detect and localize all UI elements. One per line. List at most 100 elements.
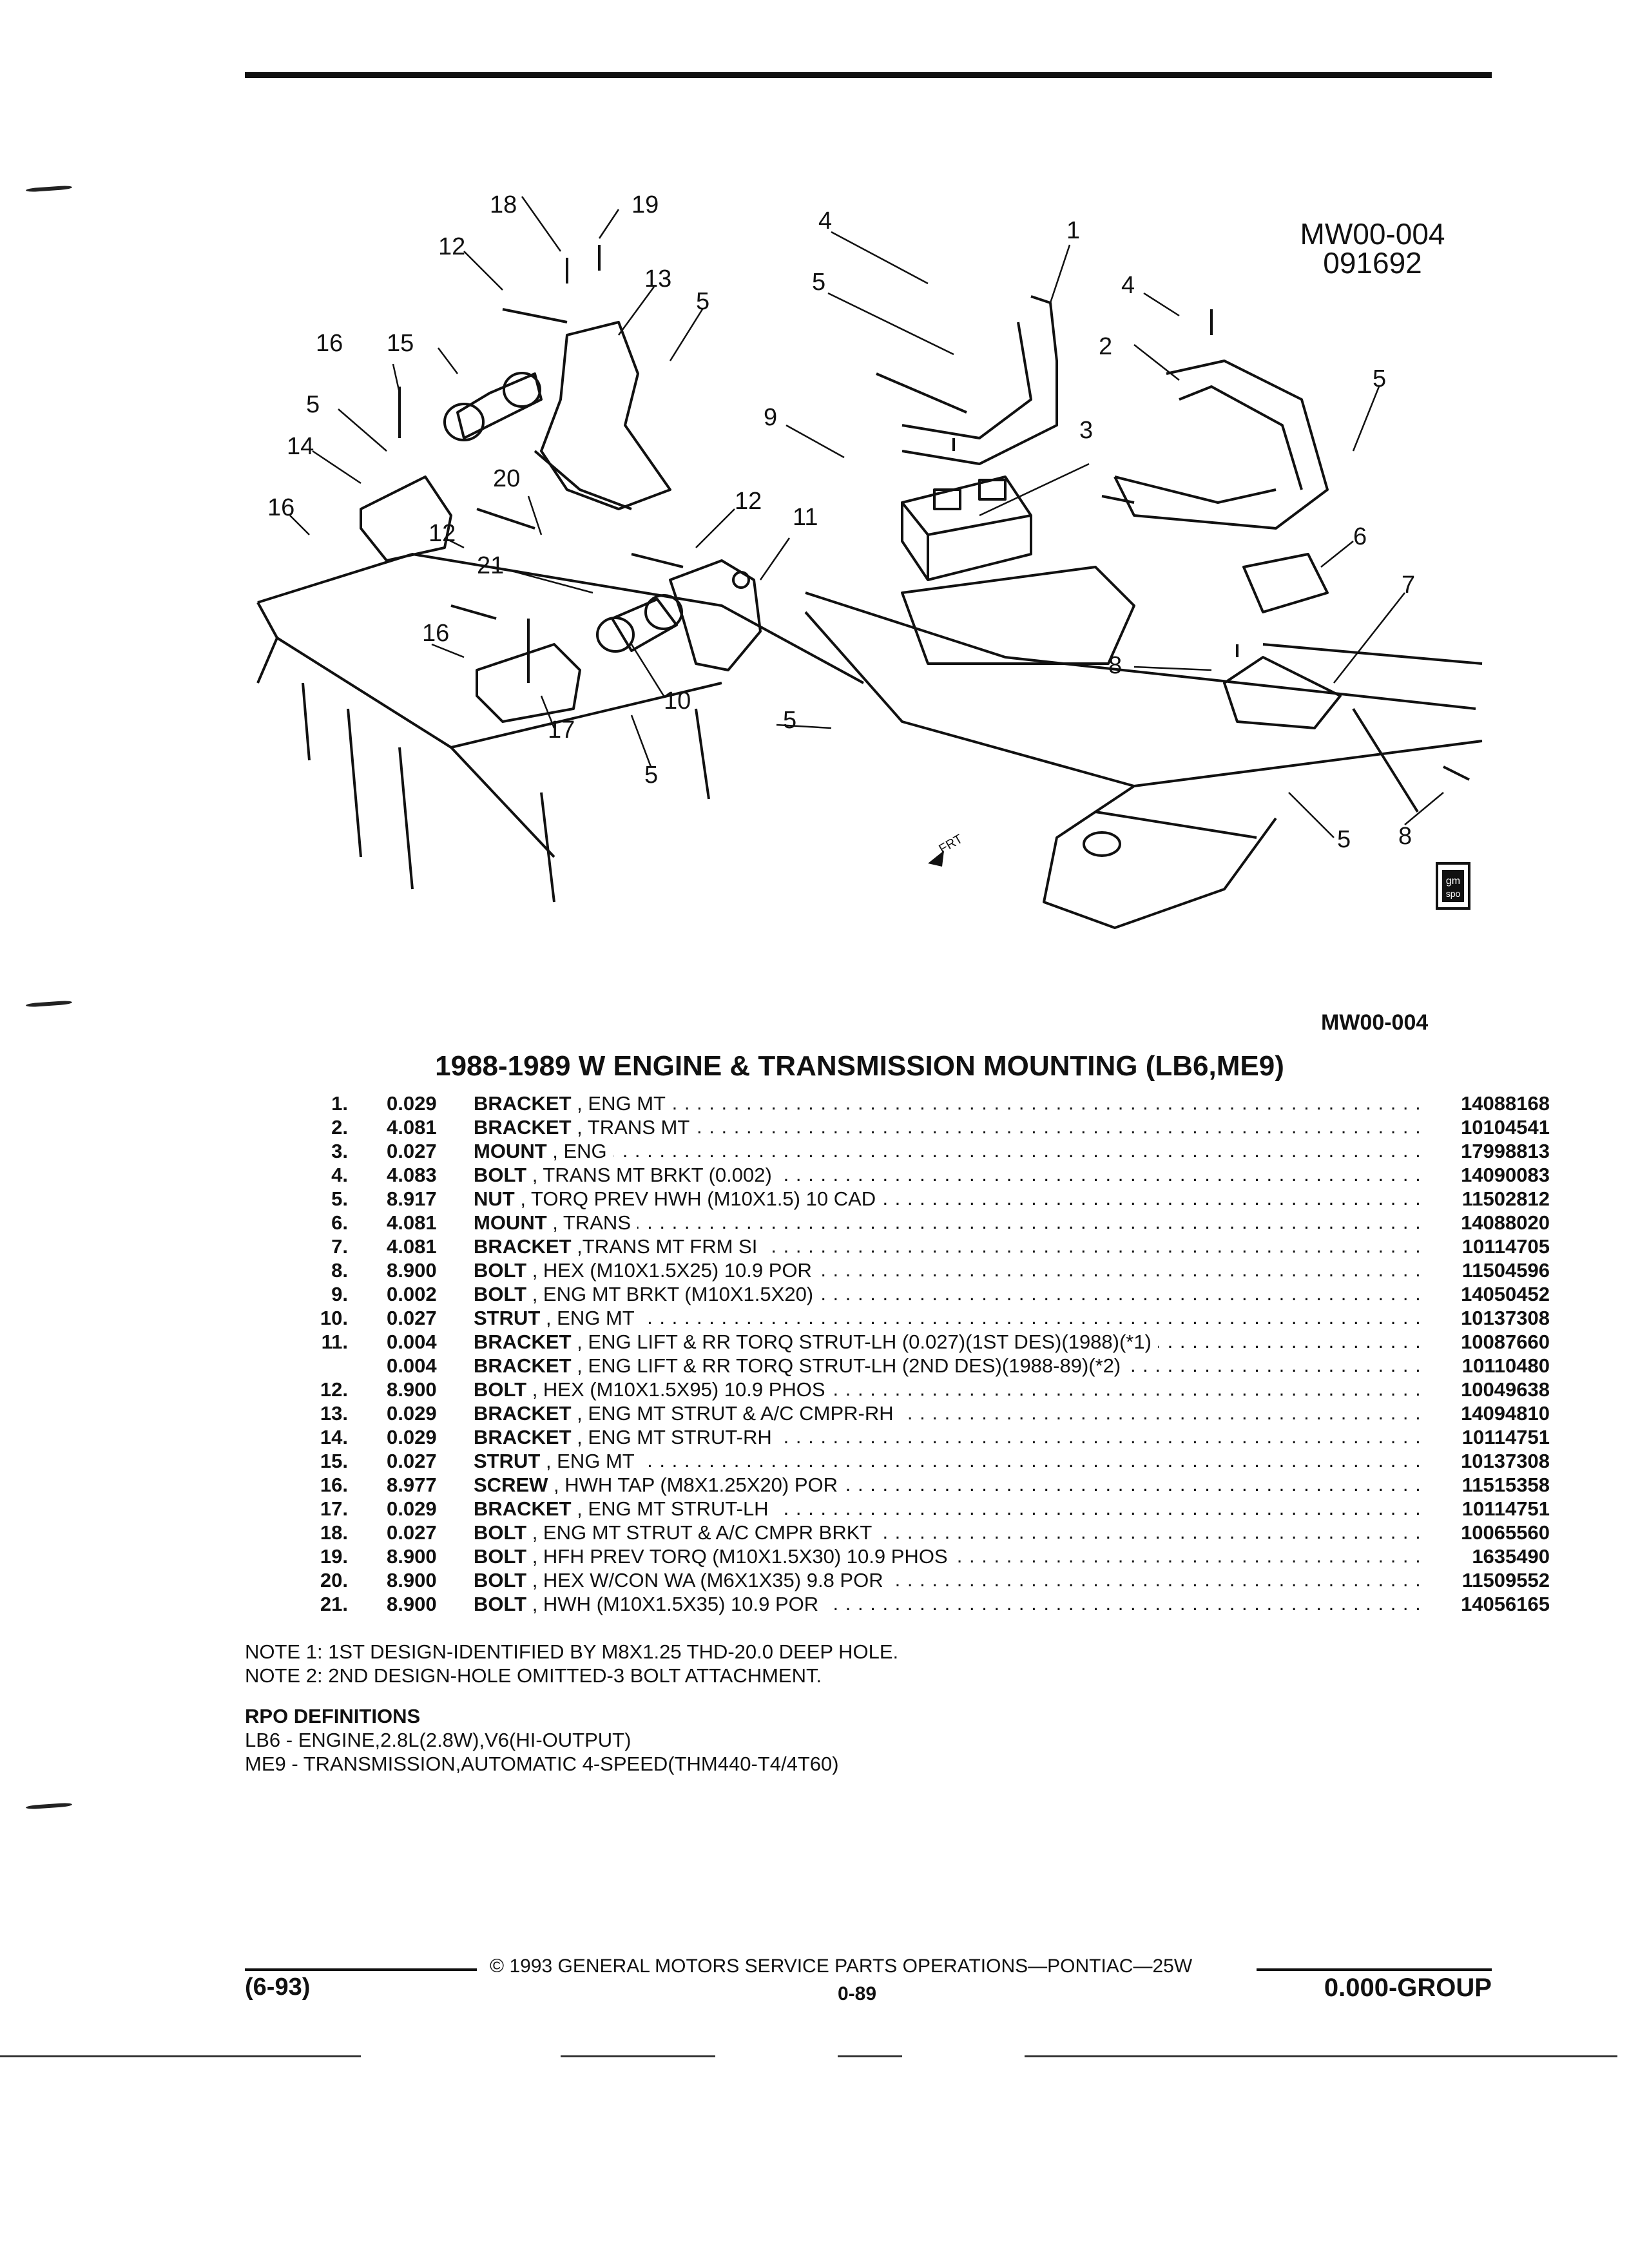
- part-spec: , HWH TAP (M8X1.25X20) POR: [548, 1473, 838, 1496]
- part-name: BOLT: [474, 1592, 527, 1615]
- copyright: © 1993 GENERAL MOTORS SERVICE PARTS OPER…: [490, 1956, 1193, 1977]
- part-spec: , ENG MT STRUT-LH: [571, 1497, 769, 1520]
- engine-bracket-lower: [901, 566, 1135, 665]
- callout-8: 8: [1108, 652, 1122, 679]
- part-number-index: 15.: [320, 1449, 348, 1472]
- callout-4: 4: [1121, 272, 1135, 299]
- part-name: STRUT: [474, 1449, 541, 1472]
- callout-16: 16: [316, 330, 343, 357]
- part-description-text: BOLT , ENG MT STRUT & A/C CMPR BRKT: [474, 1521, 879, 1544]
- logo-spo: spo: [1446, 889, 1461, 899]
- callout-5: 5: [1373, 365, 1386, 392]
- part-description-text: BRACKET , ENG LIFT & RR TORQ STRUT-LH (2…: [474, 1354, 1128, 1377]
- part-number-index: 6.: [331, 1211, 348, 1234]
- part-quantity-code: 0.029: [387, 1091, 437, 1115]
- part-description-text: BRACKET , ENG MT STRUT-LH: [474, 1497, 775, 1520]
- callout-5: 5: [644, 762, 658, 789]
- part-description: BOLT , HEX (M10X1.5X25) 10.9 POR: [474, 1258, 1421, 1282]
- part-quantity-code: 4.081: [387, 1211, 437, 1234]
- part-number-index: 21.: [320, 1592, 348, 1615]
- part-spec: , TRANS MT: [571, 1115, 690, 1139]
- part-name: STRUT: [474, 1306, 541, 1329]
- callout-13: 13: [644, 265, 671, 293]
- callout-5: 5: [1337, 826, 1351, 853]
- part-name: BOLT: [474, 1258, 527, 1282]
- part-name: BRACKET: [474, 1115, 572, 1139]
- part-description: BOLT , HWH (M10X1.5X35) 10.9 POR: [474, 1592, 1421, 1616]
- callout-10: 10: [664, 687, 691, 715]
- part-number-index: 11.: [321, 1330, 348, 1353]
- strut-bushing: [443, 403, 485, 441]
- part-description: BRACKET , ENG MT STRUT-LH: [474, 1497, 1421, 1521]
- part-description-text: BRACKET , ENG MT STRUT & A/C CMPR-RH: [474, 1401, 900, 1425]
- part-description: SCREW , HWH TAP (M8X1.25X20) POR: [474, 1473, 1421, 1497]
- part-name: MOUNT: [474, 1211, 547, 1234]
- part-quantity-code: 0.027: [387, 1306, 437, 1329]
- gm-part-number: 1635490: [1472, 1544, 1550, 1568]
- callout-12: 12: [429, 520, 456, 547]
- part-quantity-code: 0.027: [387, 1449, 437, 1472]
- figure-code-below: MW00-004: [1321, 1010, 1429, 1035]
- gm-part-number: 11509552: [1461, 1568, 1550, 1591]
- strut-bracket-rh: [534, 321, 671, 510]
- gm-part-number: 10114751: [1461, 1425, 1550, 1448]
- gm-part-number: 11515358: [1461, 1473, 1550, 1496]
- part-number-index: 20.: [320, 1568, 348, 1591]
- left-frame-rail: [302, 682, 710, 903]
- strut-bracket-rh-lower: [360, 476, 452, 562]
- part-number-index: 17.: [320, 1497, 348, 1520]
- gm-part-number: 10049638: [1461, 1378, 1550, 1401]
- part-number-index: 9.: [331, 1282, 348, 1305]
- part-quantity-code: 0.002: [387, 1282, 437, 1305]
- part-row: 19. 8.900 BOLT , HFH PREV TORQ (M10X1.5X30…: [284, 1544, 1550, 1568]
- part-description-text: MOUNT , ENG: [474, 1139, 613, 1162]
- part-description-text: BOLT , HFH PREV TORQ (M10X1.5X30) 10.9 P…: [474, 1544, 954, 1568]
- gm-part-number: 10137308: [1461, 1306, 1550, 1329]
- part-description: BRACKET , ENG LIFT & RR TORQ STRUT-LH (0…: [474, 1330, 1421, 1354]
- part-description-text: BRACKET , ENG LIFT & RR TORQ STRUT-LH (0…: [474, 1330, 1158, 1353]
- exploded-parts-diagram: 18 19 12 13 5 16 15 5 14 16 20 12 21 16 …: [256, 191, 1483, 929]
- notes: NOTE 1: 1ST DESIGN-IDENTIFIED BY M8X1.25…: [245, 1640, 898, 1687]
- part-quantity-code: 4.081: [387, 1235, 437, 1258]
- part-name: BRACKET: [474, 1235, 572, 1258]
- part-description-text: BOLT , ENG MT BRKT (M10X1.5X20): [474, 1282, 820, 1305]
- part-description-text: BOLT , HWH (M10X1.5X35) 10.9 POR: [474, 1592, 825, 1615]
- revision-date: (6-93): [245, 1974, 311, 2001]
- binder-mark: [25, 1000, 73, 1008]
- part-spec: , ENG: [546, 1139, 607, 1162]
- part-number-index: 8.: [331, 1258, 348, 1282]
- part-spec: , ENG MT STRUT & A/C CMPR-RH: [571, 1401, 894, 1425]
- part-spec: , TRANS MT BRKT (0.002): [526, 1163, 772, 1186]
- footer-rule: [245, 1968, 477, 1971]
- part-description: BRACKET ,TRANS MT FRM SI: [474, 1235, 1421, 1258]
- part-description: STRUT , ENG MT: [474, 1449, 1421, 1473]
- part-number-index: 10.: [320, 1306, 348, 1329]
- trans-mount: [1242, 553, 1329, 613]
- part-spec: , HEX (M10X1.5X25) 10.9 POR: [526, 1258, 812, 1282]
- gm-spo-logo: gm spo: [1436, 862, 1470, 910]
- part-description-text: STRUT , ENG MT: [474, 1306, 641, 1329]
- callout-12: 12: [735, 488, 762, 515]
- part-number-index: 13.: [320, 1401, 348, 1425]
- callout-19: 19: [631, 191, 659, 218]
- part-quantity-code: 8.900: [387, 1544, 437, 1568]
- callout-3: 3: [1079, 417, 1093, 444]
- trans-mount-bracket: [1113, 360, 1329, 530]
- part-description: MOUNT , TRANS: [474, 1211, 1421, 1235]
- mount-stud: [933, 488, 961, 510]
- part-description: BOLT , ENG MT STRUT & A/C CMPR BRKT: [474, 1521, 1421, 1544]
- callout-5: 5: [696, 288, 709, 315]
- gm-part-number: 14088020: [1461, 1211, 1550, 1234]
- scan-edge-line: [838, 2055, 902, 2057]
- part-description: MOUNT , ENG: [474, 1139, 1421, 1163]
- part-number-index: 19.: [320, 1544, 348, 1568]
- part-quantity-code: 8.977: [387, 1473, 437, 1496]
- callout-21: 21: [477, 552, 504, 579]
- part-quantity-code: 8.900: [387, 1568, 437, 1591]
